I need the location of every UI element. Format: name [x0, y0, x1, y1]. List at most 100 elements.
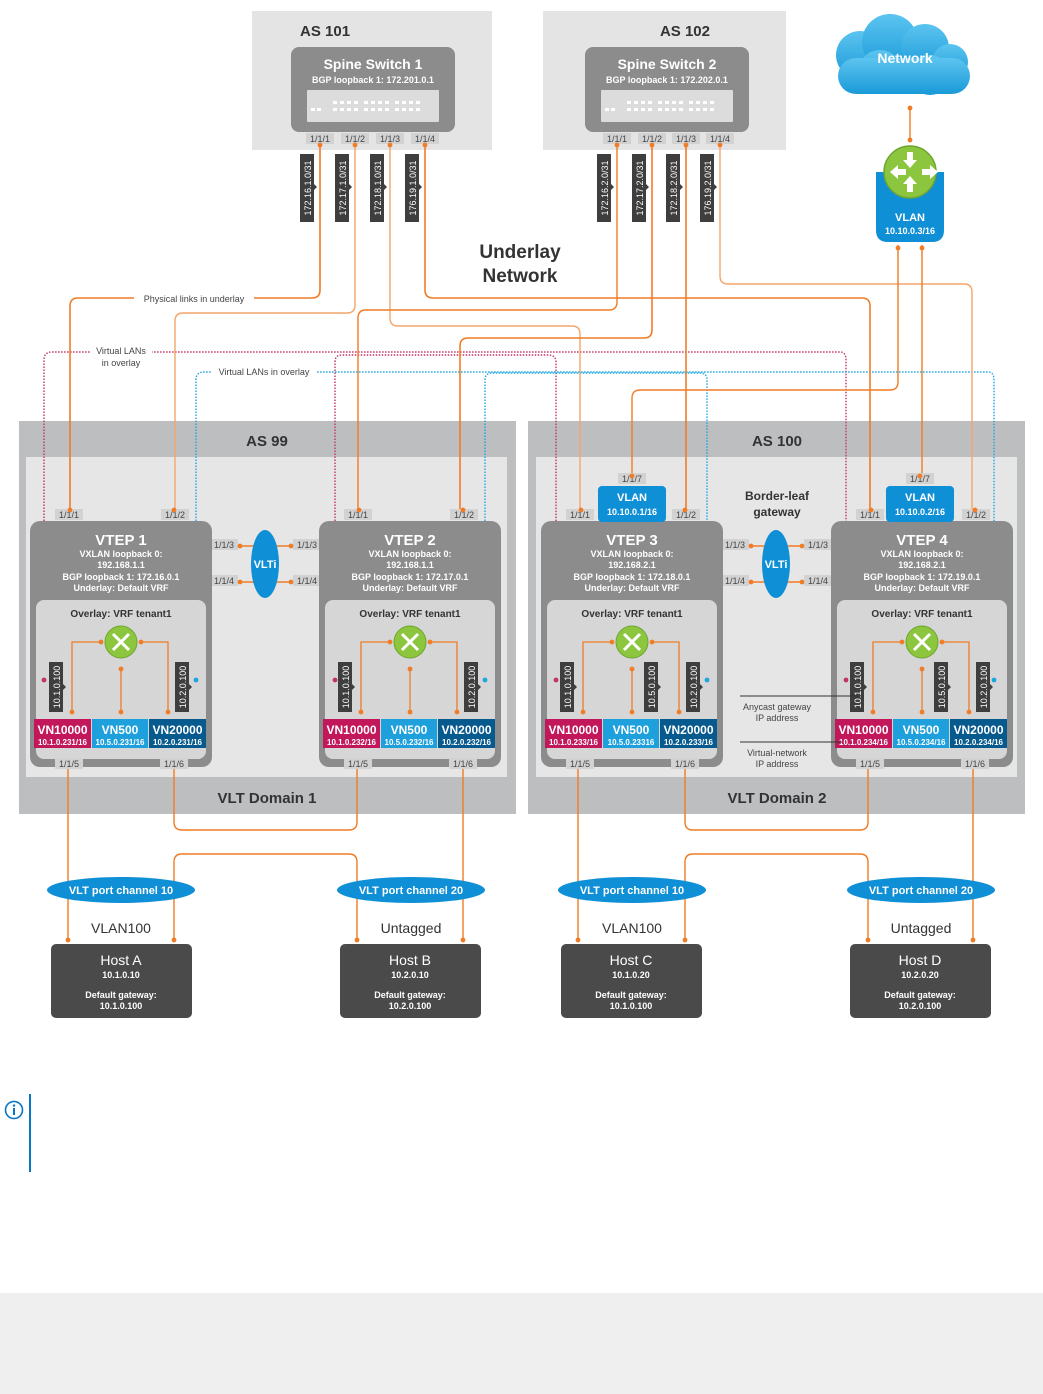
host-ip: 10.2.0.10: [391, 970, 429, 980]
tag-pointer: [948, 684, 951, 690]
host-name: Host A: [100, 952, 142, 968]
network-cloud-icon: [836, 14, 970, 95]
tag-pointer: [990, 684, 993, 690]
port-label: 1/1/1: [59, 510, 79, 520]
host-name: Host C: [610, 952, 653, 968]
link-endpoint-dot: [118, 666, 124, 672]
link-subnet-tag: [405, 154, 419, 222]
vtep-vxlan-label: VXLAN loopback 0:: [880, 549, 963, 559]
link-endpoint-dot: [407, 666, 413, 672]
domain-as-label: AS 99: [246, 433, 288, 450]
port-label: 1/1/2: [345, 134, 365, 144]
vn-ip: 10.2.0.233/16: [664, 738, 713, 747]
link-endpoint-dot: [682, 507, 688, 513]
port-label: 1/1/2: [642, 134, 662, 144]
port-led: [665, 101, 669, 104]
host-ip: 10.1.0.20: [612, 970, 650, 980]
vrf-router-cross: [912, 632, 932, 652]
port-label: 1/1/4: [710, 134, 730, 144]
vn-name: VN10000: [37, 723, 87, 737]
port-led: [385, 108, 389, 111]
port-led: [395, 108, 399, 111]
host-gateway-label: Default gateway:: [595, 990, 667, 1000]
host-name: Host B: [389, 952, 431, 968]
port-led: [696, 108, 700, 111]
arrow-down: [903, 152, 917, 168]
link-endpoint-dot: [454, 709, 460, 715]
port-tag: [671, 758, 699, 769]
host-gateway-ip: 10.2.0.100: [389, 1001, 432, 1011]
vrf-link: [942, 641, 970, 712]
router-vlan-ip: 10.10.0.3/16: [885, 226, 935, 236]
vrf-router-cross: [400, 632, 420, 652]
vn-box-vn500: [381, 719, 437, 748]
vn-box-vn10000: [545, 719, 602, 748]
port-led: [605, 108, 609, 111]
anycast-gateway-ip: 10.2.0.100: [689, 666, 699, 709]
port-led: [333, 101, 337, 104]
vn-ip: 10.1.0.231/16: [38, 738, 87, 747]
port-led: [627, 101, 631, 104]
vn-ip: 10.5.0.232/16: [385, 738, 434, 747]
tag-pointer: [349, 184, 352, 190]
vn-name: VN20000: [953, 723, 1003, 737]
port-tag: [450, 509, 478, 520]
vlt-port-channel-label: VLT port channel 20: [869, 885, 973, 897]
link-subnet-tag: [632, 154, 646, 222]
port-led: [354, 108, 358, 111]
host-gateway-label: Default gateway:: [884, 990, 956, 1000]
label-background: [90, 345, 152, 369]
port-tag: [618, 473, 646, 484]
router-arrows-icon: [890, 152, 938, 192]
link-subnet-label: 172.16.2.0/31: [600, 160, 610, 215]
port-led: [672, 108, 676, 111]
link-endpoint-dot: [843, 677, 849, 683]
link-endpoint-dot: [682, 937, 688, 943]
port-led: [679, 108, 683, 111]
vtep-name: VTEP 1: [95, 532, 146, 549]
port-label: 1/1/4: [415, 134, 435, 144]
link-endpoint-dot: [919, 709, 925, 715]
anycast-gateway-tag: [644, 662, 658, 712]
link-endpoint-dot: [717, 142, 723, 148]
link-endpoint-dot: [352, 142, 358, 148]
vn-box-vn10000: [34, 719, 91, 748]
host-gateway-label: Default gateway:: [374, 990, 446, 1000]
vrf-link: [582, 641, 612, 712]
vn-ip: 10.1.0.233/16: [549, 738, 598, 747]
port-tag: [306, 133, 334, 144]
virtual-network-callout-label: Virtual-network: [747, 748, 807, 758]
host-a: [51, 944, 192, 1018]
link-endpoint-dot: [237, 543, 243, 549]
vn-ip: 10.1.0.232/16: [327, 738, 376, 747]
port-tag: [961, 758, 989, 769]
link-endpoint-dot: [676, 709, 682, 715]
link-endpoint-dot: [972, 507, 978, 513]
link-endpoint-dot: [171, 507, 177, 513]
vtep-vxlan-ip: 192.168.2.1: [898, 560, 946, 570]
domain-as-label: AS 100: [752, 433, 802, 450]
host-gateway-label: Default gateway:: [85, 990, 157, 1000]
vn-box-vn20000: [149, 719, 206, 748]
port-label: 1/1/3: [676, 134, 696, 144]
port-label: 1/1/3: [380, 134, 400, 144]
link-endpoint-dot: [460, 937, 466, 943]
port-tag: [293, 575, 321, 586]
link-endpoint-dot: [193, 677, 199, 683]
port-led: [611, 108, 615, 111]
vrf-router-cross: [622, 632, 642, 652]
vrf-link: [430, 641, 458, 712]
link-endpoint-dot: [288, 543, 294, 549]
port-label: 1/1/1: [310, 134, 330, 144]
vtep-vxlan-label: VXLAN loopback 0:: [590, 549, 673, 559]
host-gateway-ip: 10.1.0.100: [610, 1001, 653, 1011]
port-label: 1/1/6: [164, 759, 184, 769]
vlt-domain-label: VLT Domain 2: [728, 790, 827, 807]
vtep-bgp-loopback: BGP loopback 1: 172.16.0.1: [63, 572, 180, 582]
port-led: [378, 101, 382, 104]
vlt-port-channel-label: VLT port channel 10: [69, 885, 173, 897]
vn-name: VN20000: [663, 723, 713, 737]
anycast-gateway-tag: [49, 662, 63, 712]
